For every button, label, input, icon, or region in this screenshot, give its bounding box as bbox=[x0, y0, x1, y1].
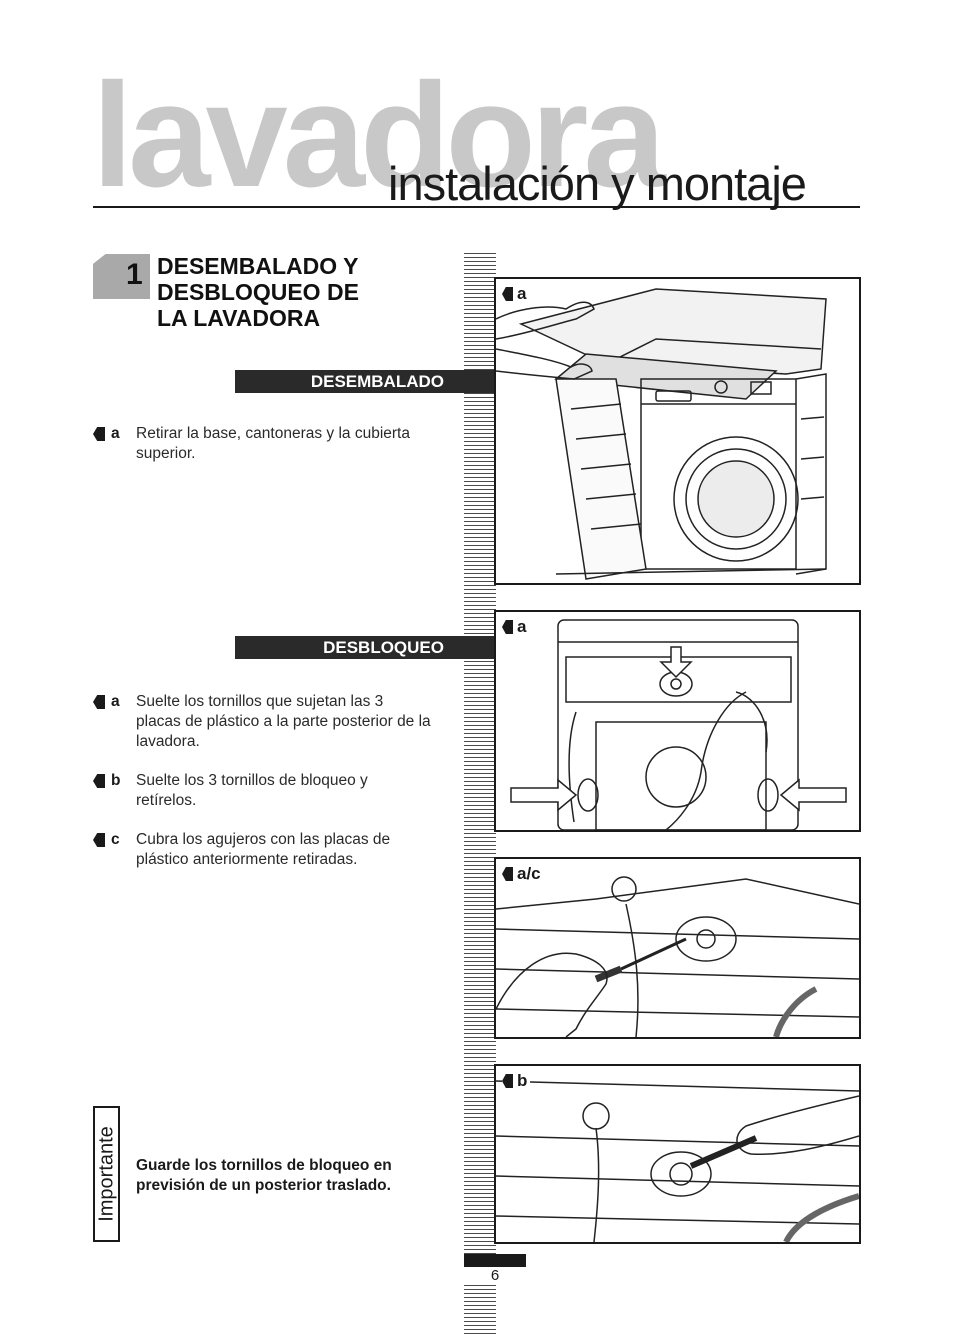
unlocking-bar-label: DESBLOQUEO bbox=[323, 637, 444, 657]
tag-marker-icon bbox=[502, 620, 513, 634]
unlocking-bar: DESBLOQUEO bbox=[235, 636, 496, 659]
striped-band bbox=[464, 253, 496, 1337]
step-marker-icon bbox=[93, 695, 105, 709]
step-text: Retirar la base, cantoneras y la cubiert… bbox=[136, 425, 410, 462]
figure-tag: a bbox=[502, 284, 530, 304]
figure-tag: a/c bbox=[502, 864, 544, 884]
page-number-bar bbox=[464, 1254, 526, 1267]
page-subtitle: instalación y montaje bbox=[388, 157, 807, 210]
step-letter: a bbox=[111, 425, 120, 442]
rear-panel-illustration bbox=[510, 619, 847, 830]
tag-marker-icon bbox=[502, 1074, 513, 1088]
unpacking-step-a: a Retirar la base, cantoneras y la cubie… bbox=[93, 424, 433, 466]
brand-word: lavadora bbox=[92, 53, 666, 218]
section-title: DESEMBALADO Y DESBLOQUEO DE LA LAVADORA bbox=[157, 253, 359, 331]
tag-marker-icon bbox=[502, 867, 513, 881]
wrench-illustration bbox=[496, 1080, 859, 1242]
section-number: 1 bbox=[126, 258, 143, 291]
figure-tag: b bbox=[502, 1071, 531, 1091]
step-letter: b bbox=[111, 772, 121, 789]
tag-marker-icon bbox=[502, 287, 513, 301]
header-rule bbox=[93, 206, 860, 208]
step-marker-icon bbox=[93, 427, 105, 441]
step-text: Suelte los 3 tornillos de bloqueo y retí… bbox=[136, 772, 368, 809]
step-letter: c bbox=[111, 831, 120, 848]
washer-unpacking-illustration bbox=[496, 288, 827, 580]
unlocking-step-b: b Suelte los 3 tornillos de bloqueo y re… bbox=[93, 771, 433, 813]
page-number: 6 bbox=[464, 1267, 526, 1284]
figure-tag: a bbox=[502, 617, 530, 637]
figure-screwdriver: a/c bbox=[494, 857, 861, 1039]
figure-rear-panel: a bbox=[494, 610, 861, 832]
step-text: Cubra los agujeros con las placas de plá… bbox=[136, 831, 391, 868]
figure-unpacking: a bbox=[494, 277, 861, 585]
figure-wrench: b bbox=[494, 1064, 861, 1244]
unpacking-bar-label: DESEMBALADO bbox=[310, 371, 444, 391]
unpacking-bar: DESEMBALADO bbox=[235, 370, 496, 393]
screwdriver-illustration bbox=[496, 876, 859, 1037]
unlocking-step-a: a Suelte los tornillos que sujetan las 3… bbox=[93, 692, 433, 754]
step-marker-icon bbox=[93, 833, 105, 847]
section-number-badge bbox=[93, 254, 150, 299]
important-box: Importante bbox=[93, 1106, 120, 1242]
step-letter: a bbox=[111, 693, 120, 710]
step-marker-icon bbox=[93, 774, 105, 788]
important-label: Importante bbox=[95, 1126, 117, 1222]
step-text: Suelte los tornillos que sujetan las 3 p… bbox=[136, 693, 431, 750]
important-text: Guarde los tornillos de bloqueo en previ… bbox=[136, 1157, 392, 1194]
unlocking-step-c: c Cubra los agujeros con las placas de p… bbox=[93, 830, 433, 872]
